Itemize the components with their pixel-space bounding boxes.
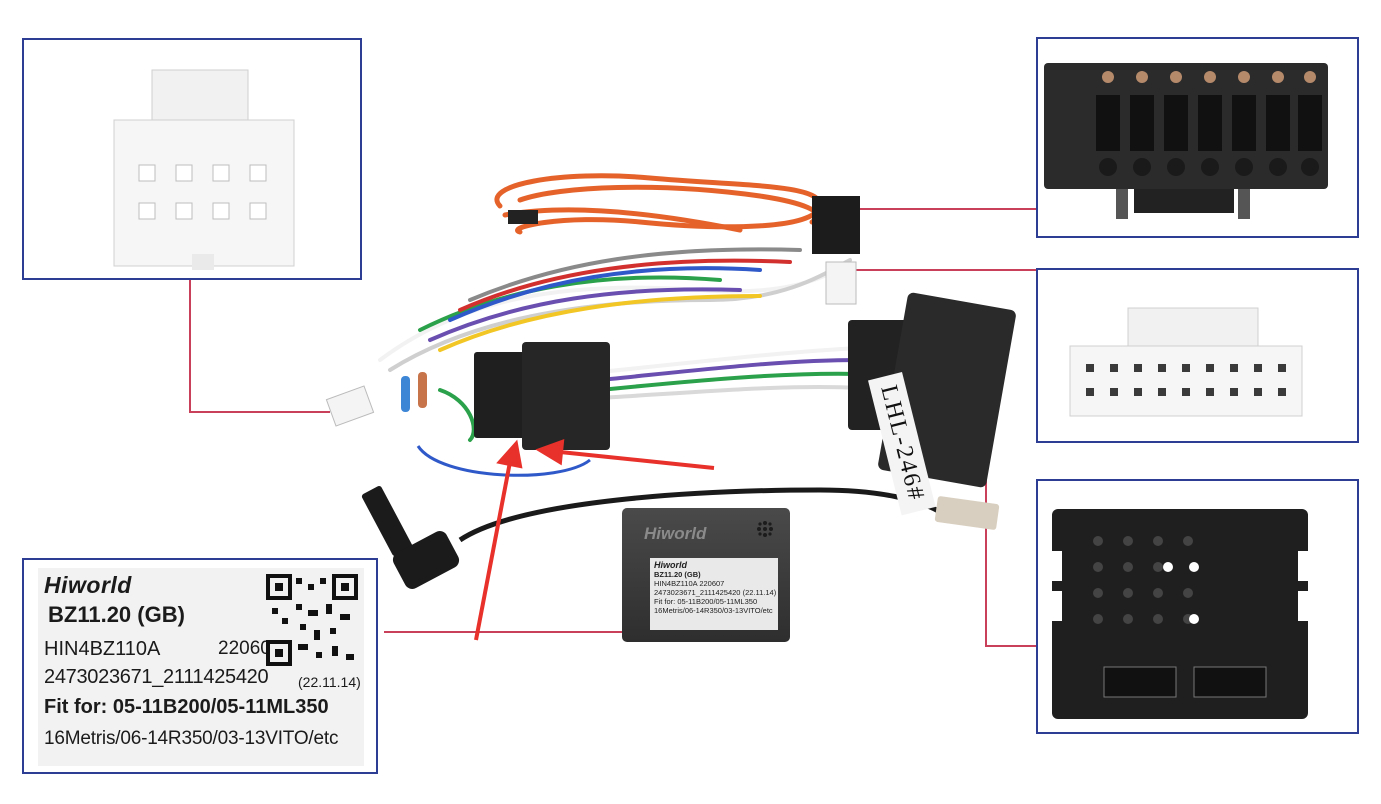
white-16pin-connector-frame bbox=[1036, 268, 1359, 443]
label-model: BZ11.20 (GB) bbox=[48, 602, 185, 627]
module-label-code: HIN4BZ110A bbox=[654, 579, 698, 588]
quadlock-plugs-center bbox=[474, 342, 610, 450]
label-date: 220607 bbox=[218, 638, 282, 659]
module-label-model: BZ11.20 (GB) bbox=[654, 570, 701, 579]
black-iso-plug bbox=[812, 196, 860, 254]
blue-loop-wire bbox=[416, 445, 591, 477]
white-16pin-connector-image bbox=[1069, 307, 1303, 417]
module-label-date: 220607 bbox=[699, 579, 725, 588]
white-8pin-plug bbox=[325, 385, 375, 427]
module-label-serial-row: 2473023671_2111425420 (22.11.14) bbox=[654, 588, 777, 597]
blue-crimps bbox=[401, 372, 427, 412]
module-label-brand: Hiworld bbox=[654, 560, 687, 570]
label-version-date: (22.11.14) bbox=[298, 674, 361, 690]
quadlock-connector-image bbox=[1042, 509, 1318, 719]
wire-bundle bbox=[378, 247, 862, 442]
module-brand: Hiworld bbox=[644, 524, 707, 543]
module-label-code-row: HIN4BZ110A 220607 bbox=[654, 579, 774, 588]
interface-module: Hiworld Hiworld BZ11.20 (GB) HIN4BZ110A … bbox=[622, 508, 790, 642]
module-label-serial: 2473023671_2111425420 bbox=[654, 588, 741, 597]
module-label-version-date: (22.11.14) bbox=[742, 588, 777, 597]
black-iso-connector-frame bbox=[1036, 37, 1359, 238]
qr-code-icon bbox=[266, 574, 358, 666]
quadlock-connector-frame bbox=[1036, 479, 1359, 734]
label-code: HIN4BZ110A bbox=[44, 638, 161, 660]
white-8pin-connector-image bbox=[113, 69, 295, 270]
red-arrows bbox=[474, 439, 715, 641]
speaker-grille-icon bbox=[757, 521, 773, 537]
black-iso-connector-image bbox=[1044, 63, 1328, 219]
label-fit-line-1: Fit for: 05-11B200/05-11ML350 bbox=[44, 696, 329, 718]
white-16pin-plug bbox=[825, 261, 857, 305]
small-black-plug bbox=[508, 210, 538, 224]
orange-wire bbox=[494, 173, 823, 235]
module-label-fit-1: Fit for: 05-11B200/05-11ML350 bbox=[654, 597, 758, 606]
white-8pin-connector-frame bbox=[22, 38, 362, 280]
label-serial: 2473023671_2111425420 bbox=[44, 666, 269, 688]
module-label: Hiworld BZ11.20 (GB) HIN4BZ110A 220607 2… bbox=[650, 558, 778, 630]
product-label: Hiworld BZ11.20 (GB) HIN4BZ110A 220607 2… bbox=[38, 568, 364, 766]
label-fit-line-2: 16Metris/06-14R350/03-13VITO/etc bbox=[44, 728, 339, 749]
module-label-fit-2: 16Metris/06-14R350/03-13VITO/etc bbox=[654, 606, 773, 615]
product-label-frame: Hiworld BZ11.20 (GB) HIN4BZ110A 220607 2… bbox=[22, 558, 378, 774]
label-brand: Hiworld bbox=[44, 572, 132, 598]
